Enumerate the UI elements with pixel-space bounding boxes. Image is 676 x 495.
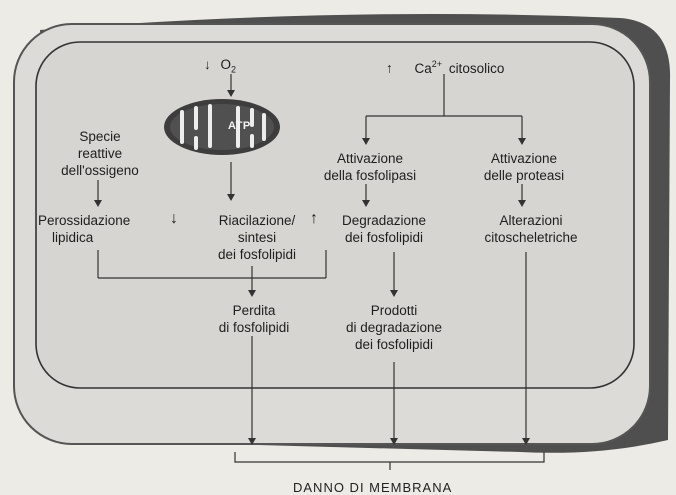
mitochondrion-icon (164, 99, 280, 155)
oxygen-subscript: 2 (231, 65, 236, 75)
mitochondrion-label: ATP (228, 120, 251, 132)
calcium-up-arrow: ↑ (386, 61, 393, 76)
calcium-suffix: citosolico (449, 61, 505, 76)
oxygen-input: ↓ O2 (204, 56, 236, 79)
calcium-superscript: 2+ (432, 59, 442, 69)
calcium-symbol: Ca (415, 61, 432, 76)
up-arrow: ↑ (310, 210, 318, 227)
calcium-input: ↑ Ca2+ citosolico (386, 56, 504, 77)
membrane-damage-title: DANNO DI MEMBRANA (293, 480, 452, 495)
oxygen-down-arrow: ↓ (204, 57, 211, 72)
down-arrow: ↓ (170, 210, 178, 227)
oxygen-symbol: O (221, 57, 232, 72)
